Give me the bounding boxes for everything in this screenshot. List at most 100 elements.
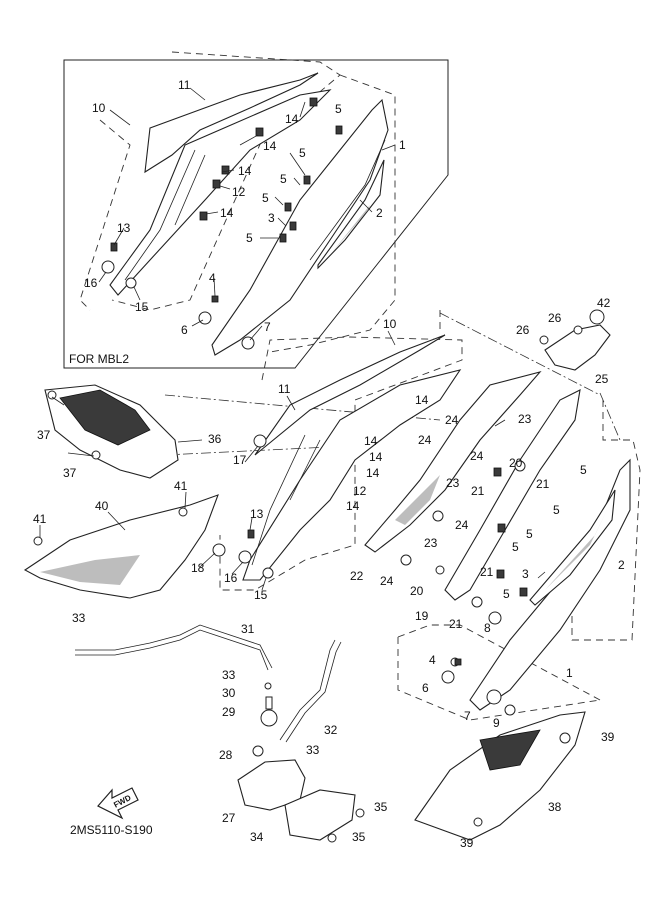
inset-callout-13: 13 [117, 221, 131, 235]
main-callout-35b: 35 [352, 830, 366, 844]
main-part-19-bracket [444, 389, 581, 601]
main-part-38 [414, 711, 586, 841]
main-callout-28: 28 [219, 748, 233, 762]
main-callout-33a: 33 [72, 611, 86, 625]
main-callout-21d: 21 [449, 617, 463, 631]
main-callout-14a: 14 [415, 393, 429, 407]
main-callout-40: 40 [95, 499, 109, 513]
main-callout-15: 15 [254, 588, 268, 602]
main-callout-24b: 24 [418, 433, 432, 447]
main-callout-35a: 35 [374, 800, 388, 814]
main-callout-38: 38 [548, 800, 562, 814]
inset-callout-5e: 5 [246, 231, 253, 245]
main-callout-18: 18 [191, 561, 205, 575]
main-callout-22: 22 [350, 569, 364, 583]
inset-callout-14b: 14 [263, 139, 277, 153]
main-callout-37a: 37 [37, 428, 51, 442]
main-callout-33b: 33 [222, 668, 236, 682]
inset-callout-14c: 14 [238, 164, 252, 178]
main-callout-14b: 14 [364, 434, 378, 448]
inset-callout-5c: 5 [280, 172, 287, 186]
inset-callout-7: 7 [264, 320, 271, 334]
inset-callout-14d: 14 [220, 206, 234, 220]
main-callout-39b: 39 [460, 836, 474, 850]
inset-callout-14a: 14 [285, 112, 299, 126]
main-callout-5b: 5 [553, 503, 560, 517]
inset-callout-6: 6 [181, 323, 188, 337]
main-callout-12: 12 [353, 484, 367, 498]
main-part-31-hose [75, 629, 269, 671]
main-part-34 [284, 789, 356, 841]
fwd-arrow-icon: FWD [97, 787, 139, 820]
drawing-code: 2MS5110-S190 [70, 823, 153, 837]
inset-callout-2: 2 [376, 206, 383, 220]
inset-callout-12: 12 [232, 185, 246, 199]
main-callout-11: 11 [278, 382, 291, 396]
inset-callout-16: 16 [84, 276, 98, 290]
main-callout-4: 4 [429, 653, 436, 667]
inset-callout-4: 4 [209, 271, 216, 285]
main-callout-5a: 5 [580, 463, 587, 477]
main-callout-41b: 41 [33, 512, 47, 526]
main-assembly [23, 309, 641, 843]
main-callout-24e: 24 [380, 574, 394, 588]
main-callout-36: 36 [208, 432, 222, 446]
main-callout-16: 16 [224, 571, 238, 585]
main-callout-20b: 20 [410, 584, 424, 598]
main-callout-3: 3 [522, 567, 529, 581]
main-callout-26a: 26 [516, 323, 530, 337]
main-callout-17: 17 [233, 453, 247, 467]
main-callout-33c: 33 [306, 743, 320, 757]
main-callout-23b: 23 [446, 476, 460, 490]
main-callout-14e: 14 [346, 499, 360, 513]
main-callout-37b: 37 [63, 466, 77, 480]
inset-callout-11: 11 [178, 78, 191, 92]
inset-callout-1: 1 [399, 138, 406, 152]
main-callout-31: 31 [241, 622, 255, 636]
inset-callout-5d: 5 [262, 191, 269, 205]
main-callout-5d: 5 [512, 540, 519, 554]
inset-box [63, 51, 449, 369]
inset-callout-15: 15 [135, 300, 149, 314]
main-callout-5e: 5 [503, 587, 510, 601]
main-callout-21c: 21 [480, 565, 494, 579]
main-callout-13: 13 [250, 507, 264, 521]
main-hardware [33, 309, 605, 843]
inset-callout-5b: 5 [299, 146, 306, 160]
main-callout-2: 2 [618, 558, 625, 572]
main-callout-6: 6 [422, 681, 429, 695]
main-callout-24a: 24 [445, 413, 459, 427]
main-callout-7: 7 [464, 709, 471, 723]
main-callout-10: 10 [383, 317, 397, 331]
inset-callout-5a: 5 [335, 102, 342, 116]
main-callout-19: 19 [415, 609, 429, 623]
main-callout-41a: 41 [174, 479, 188, 493]
main-callout-25: 25 [595, 372, 609, 386]
inset-part-10-frame [109, 89, 332, 296]
main-callout-5c: 5 [526, 527, 533, 541]
main-callout-1: 1 [566, 666, 573, 680]
main-callout-24c: 24 [470, 449, 484, 463]
inset-callout-3: 3 [268, 211, 275, 225]
main-callout-32: 32 [324, 723, 338, 737]
inset-part-2-cover [211, 98, 389, 356]
main-callout-8: 8 [484, 621, 491, 635]
inset-callout-10: 10 [92, 101, 106, 115]
main-callout-14c: 14 [369, 450, 383, 464]
main-part-11 [254, 334, 446, 456]
main-callout-21a: 21 [471, 484, 485, 498]
main-callout-24d: 24 [455, 518, 469, 532]
inset-part-11 [144, 72, 319, 174]
main-part-32-hose [279, 639, 336, 741]
inset-note: FOR MBL2 [69, 352, 129, 366]
main-part-27 [237, 759, 306, 811]
main-callout-21b: 21 [536, 477, 550, 491]
main-callout-39a: 39 [601, 730, 615, 744]
main-callout-34: 34 [250, 830, 264, 844]
main-callout-9: 9 [493, 716, 500, 730]
main-callout-29: 29 [222, 705, 236, 719]
main-callout-26b: 26 [548, 311, 562, 325]
main-part-10-frame [242, 369, 462, 581]
main-callout-20a: 20 [509, 456, 523, 470]
